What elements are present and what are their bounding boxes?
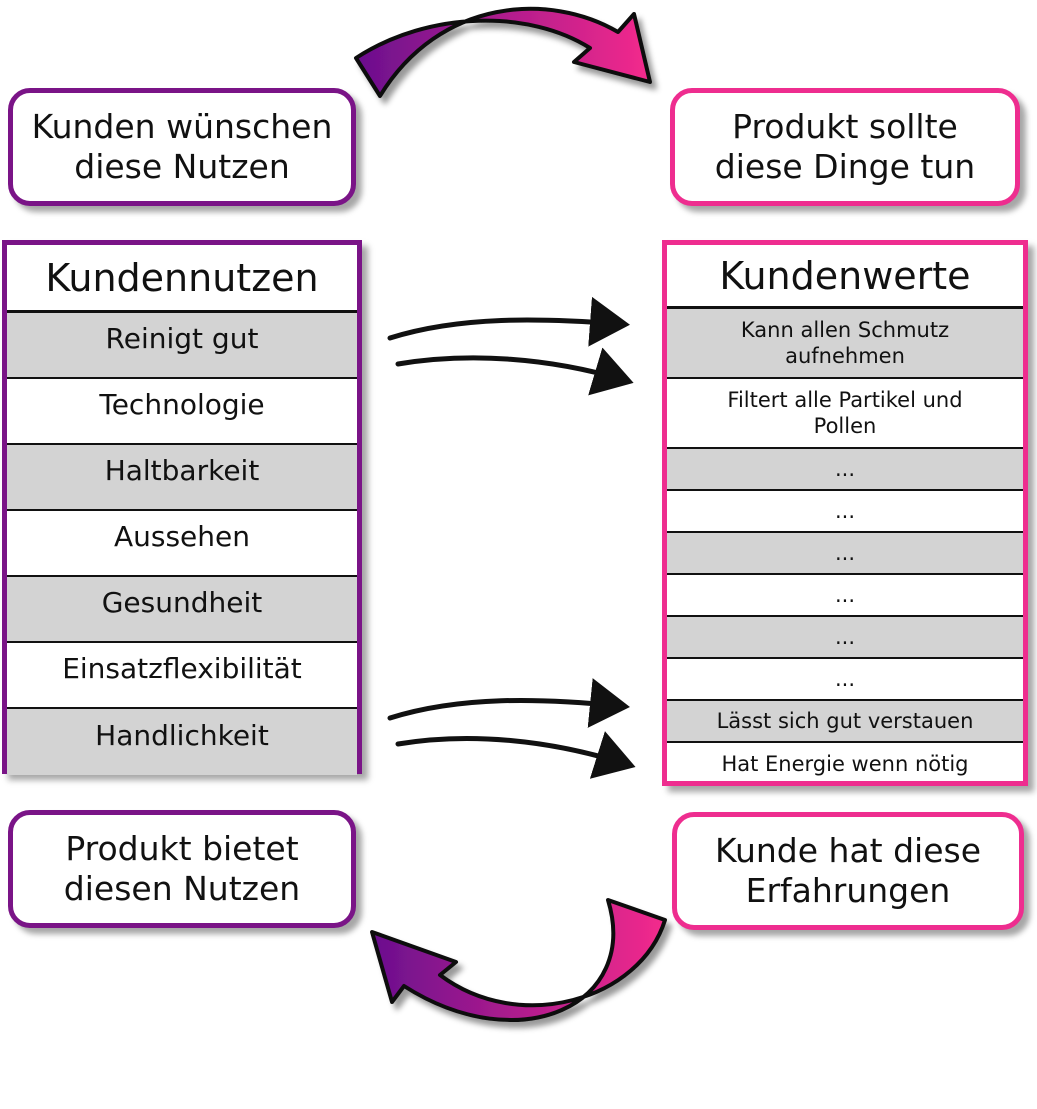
customer-experiences-bubble: Kunde hat diese Erfahrungen [672,812,1024,930]
table-row: ... [667,533,1023,575]
connector-arrow-icon [395,347,634,396]
top-curved-arrow-icon [354,6,652,98]
table-row: Gesundheit [7,577,357,643]
customer-experiences-text: Kunde hat diese Erfahrungen [714,831,982,910]
table-row: ... [667,659,1023,701]
table-row: Handlichkeit [7,709,357,775]
customer-values-title: Kundenwerte [667,245,1023,309]
table-row: Reinigt gut [7,313,357,379]
customer-benefits-table: Kundennutzen Reinigt gut Technologie Hal… [2,240,362,775]
table-row: Haltbarkeit [7,445,357,511]
table-row: Hat Energie wenn nötig [721,752,969,776]
customer-wishes-text: Kunden wünschen diese Nutzen [31,107,333,186]
connector-arrow-icon [387,678,630,728]
customer-values-table: Kundenwerte Kann allen Schmutz aufnehmen… [662,240,1028,786]
table-row: ... [667,491,1023,533]
product-should-text: Produkt sollte diese Dinge tun [714,107,976,186]
product-should-bubble: Produkt sollte diese Dinge tun [670,88,1020,206]
table-row: ... [667,575,1023,617]
table-row: ... [667,617,1023,659]
product-offers-text: Produkt bietet diesen Nutzen [63,829,301,908]
connector-arrow-icon [387,296,630,347]
table-row: Technologie [7,379,357,445]
product-offers-bubble: Produkt bietet diesen Nutzen [8,810,356,928]
bottom-curved-arrow-icon [370,898,667,1022]
table-row: Filtert alle Partikel und Pollen [667,379,1023,449]
table-row: Lässt sich gut verstauen [667,701,1023,743]
customer-wishes-bubble: Kunden wünschen diese Nutzen [8,88,356,206]
table-row: Einsatzflexibilität [7,643,357,709]
table-row: Kann allen Schmutz aufnehmen [667,309,1023,379]
table-row: ... [667,449,1023,491]
table-row: Aussehen [7,511,357,577]
connector-arrow-icon [395,731,636,779]
customer-benefits-title: Kundennutzen [7,245,357,313]
